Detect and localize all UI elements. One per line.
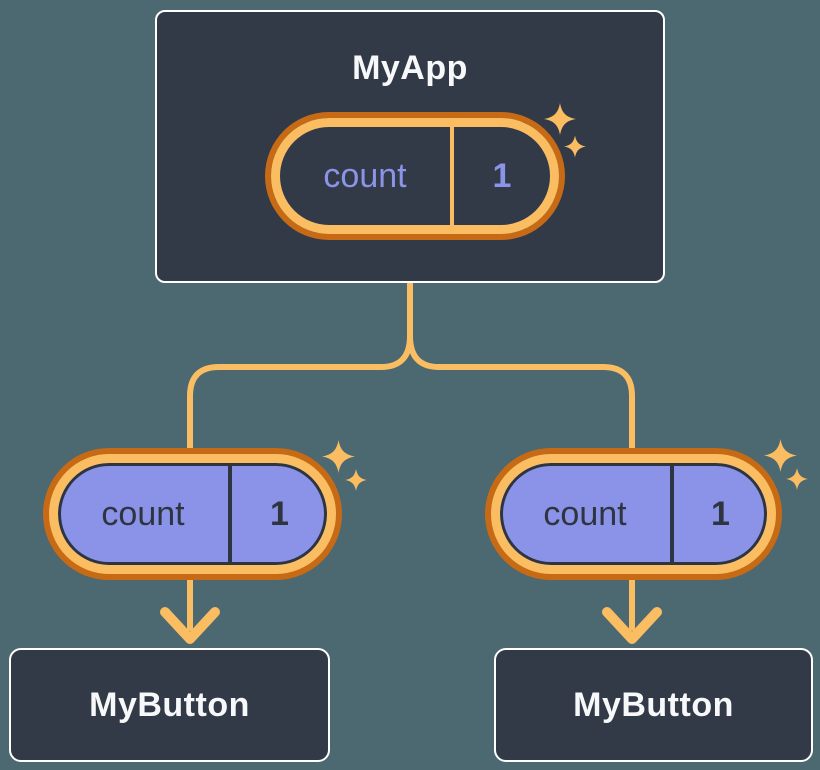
- pill-divider: [670, 463, 674, 565]
- state-pill-value-section: 1: [454, 127, 550, 225]
- prop-pill-label-section: count: [58, 463, 228, 565]
- prop-pill-value-section: 1: [674, 463, 767, 565]
- sparkle-icon: [786, 468, 808, 490]
- prop-pill-left: count 1: [49, 454, 336, 574]
- prop-value: 1: [270, 494, 289, 533]
- sparkle-icon: [764, 439, 797, 472]
- prop-name: count: [101, 494, 185, 533]
- pill-divider: [450, 127, 454, 225]
- state-value: 1: [492, 156, 512, 195]
- node-title: MyButton: [573, 685, 734, 724]
- node-title: MyApp: [352, 49, 468, 87]
- node-mybutton-right: MyButton: [494, 648, 813, 762]
- arrow-down-icon: [602, 607, 662, 644]
- prop-pill-value-section: 1: [232, 463, 327, 565]
- node-mybutton-left: MyButton: [9, 648, 330, 762]
- prop-pill-right: count 1: [491, 454, 776, 574]
- prop-value: 1: [711, 494, 730, 533]
- node-title: MyButton: [89, 685, 250, 724]
- state-pill-label-section: count: [280, 127, 450, 225]
- arrow-down-icon: [160, 607, 220, 644]
- prop-name: count: [543, 494, 627, 533]
- state-pill-myapp: count 1: [271, 118, 559, 234]
- state-name: count: [323, 156, 407, 195]
- sparkle-icon: [345, 469, 367, 491]
- prop-pill-label-section: count: [500, 463, 670, 565]
